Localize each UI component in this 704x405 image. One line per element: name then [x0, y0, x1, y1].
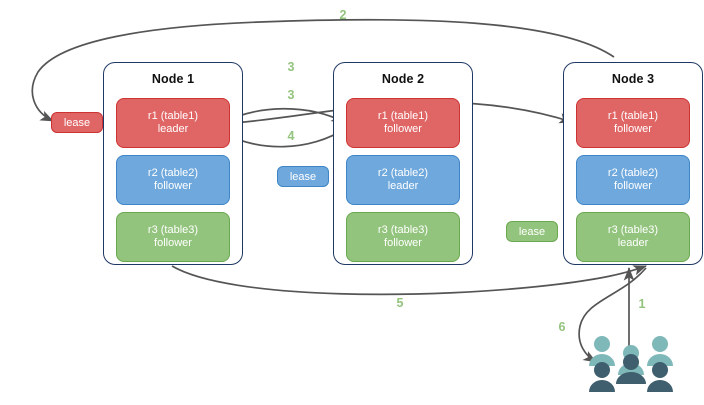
replica-role: leader	[387, 180, 419, 192]
arrow-step-5	[171, 265, 647, 296]
replica-role: follower	[154, 180, 192, 192]
replica-name: r1 (table1)	[147, 109, 199, 122]
replica-name: r2 (table2)	[147, 166, 199, 179]
node-box-node-3: Node 3 r1 (table1) follower r2 (table2) …	[563, 62, 703, 265]
node-title: Node 2	[381, 72, 425, 86]
replica-node3-r2: r2 (table2) follower	[576, 155, 690, 205]
replica-name: r3 (table3)	[147, 223, 199, 236]
node-title: Node 1	[151, 72, 195, 86]
step-label-1: 1	[638, 297, 646, 311]
replica-node1-r3: r3 (table3) follower	[116, 212, 230, 262]
replica-name: r2 (table2)	[607, 166, 659, 179]
node-title: Node 3	[611, 72, 655, 86]
lease-box-green: lease	[506, 221, 558, 242]
replica-name: r2 (table2)	[377, 166, 429, 179]
replica-name: r1 (table1)	[377, 109, 429, 122]
replica-role: follower	[154, 237, 192, 249]
replica-node3-r3: r3 (table3) leader	[576, 212, 690, 262]
replica-node1-r2: r2 (table2) follower	[116, 155, 230, 205]
step-label-3a: 3	[287, 60, 295, 74]
node-box-node-1: Node 1 r1 (table1) leader r2 (table2) fo…	[103, 62, 243, 265]
replica-role: leader	[157, 123, 189, 135]
replica-role: follower	[384, 237, 422, 249]
step-label-5: 5	[396, 296, 404, 310]
step-label-2: 2	[339, 8, 347, 22]
replica-node2-r1: r1 (table1) follower	[346, 98, 460, 148]
lease-label: lease	[63, 116, 91, 129]
replica-name: r3 (table3)	[607, 223, 659, 236]
lease-box-red: lease	[51, 112, 103, 133]
step-label-6: 6	[558, 320, 566, 334]
replica-node2-r2: r2 (table2) leader	[346, 155, 460, 205]
replica-name: r1 (table1)	[607, 109, 659, 122]
step-label-4: 4	[287, 129, 295, 143]
lease-label: lease	[289, 170, 317, 183]
replica-role: follower	[614, 180, 652, 192]
replica-role: follower	[384, 123, 422, 135]
step-label-3b: 3	[287, 88, 295, 102]
replica-role: leader	[617, 237, 649, 249]
replica-node3-r1: r1 (table1) follower	[576, 98, 690, 148]
lease-label: lease	[518, 225, 546, 238]
replica-name: r3 (table3)	[377, 223, 429, 236]
replica-node1-r1: r1 (table1) leader	[116, 98, 230, 148]
lease-box-blue: lease	[277, 166, 329, 187]
node-box-node-2: Node 2 r1 (table1) follower r2 (table2) …	[333, 62, 473, 265]
replica-node2-r3: r3 (table3) follower	[346, 212, 460, 262]
users-icon	[589, 336, 673, 392]
replica-role: follower	[614, 123, 652, 135]
